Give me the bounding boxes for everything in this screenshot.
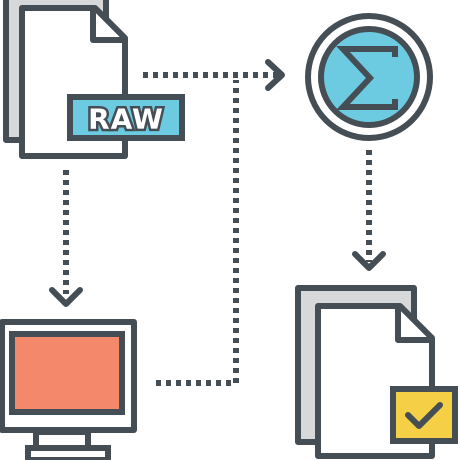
sigma-icon: [305, 13, 433, 141]
raw-label: RAW: [88, 103, 164, 136]
arrowhead-down-icon: [49, 287, 83, 307]
checkmark-icon: [405, 402, 443, 429]
raw-tag: RAW: [67, 94, 185, 141]
raw-file-icon: RAW: [3, 0, 185, 159]
arrowhead-right-icon: [265, 59, 285, 91]
flow-line-monitor-to-sigma: [156, 80, 239, 386]
verified-document-icon: [295, 285, 458, 459]
monitor-icon: [0, 319, 137, 460]
check-badge: [390, 386, 458, 444]
arrowhead-down-icon: [352, 251, 386, 271]
